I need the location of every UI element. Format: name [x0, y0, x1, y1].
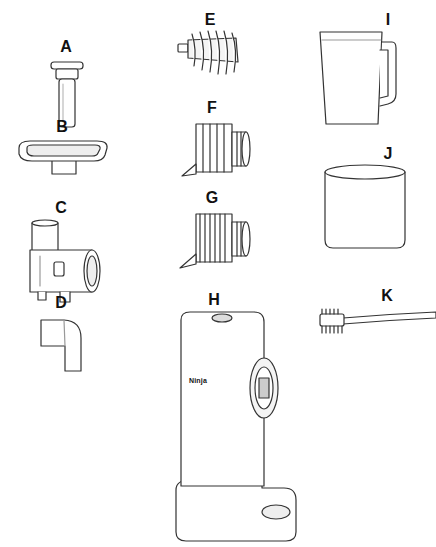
feed-tray-part — [19, 141, 107, 174]
brand-name: Ninja — [189, 377, 207, 384]
auger-part — [178, 31, 238, 74]
part-letter: I — [386, 12, 390, 28]
part-letter: D — [55, 295, 67, 311]
part-letter: G — [206, 190, 218, 206]
part-letter: B — [56, 119, 68, 135]
cleaning-brush-part — [320, 309, 436, 333]
strainer-part — [180, 214, 250, 268]
part-letter: E — [205, 12, 216, 28]
pulp-container-part — [325, 165, 405, 248]
part-letter: K — [381, 288, 393, 304]
end-cap-part — [41, 320, 81, 371]
pusher-part — [51, 62, 83, 127]
juice-jug-part — [320, 32, 396, 124]
part-letter: H — [208, 292, 220, 308]
part-letter: A — [60, 39, 72, 55]
part-letter: C — [55, 200, 67, 216]
strainer-part — [182, 124, 250, 176]
motor-base-part — [176, 312, 296, 541]
part-letter: J — [384, 146, 393, 162]
grater-housing-part — [30, 220, 100, 302]
part-letter: F — [207, 100, 217, 116]
